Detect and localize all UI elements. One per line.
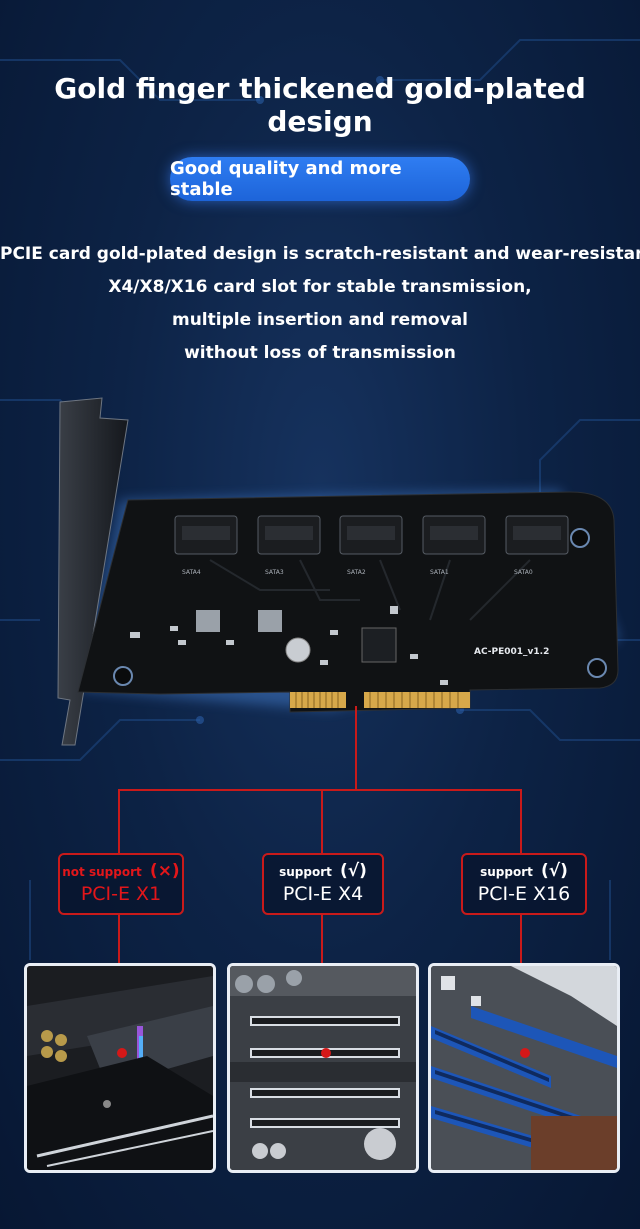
connector-line [118,789,522,791]
motherboard-photo-x1 [24,963,216,1173]
connector-line [118,789,120,854]
connector-line [321,789,323,854]
svg-text:SATA4: SATA4 [182,569,201,576]
connector-line [520,789,522,854]
svg-text:SATA1: SATA1 [430,569,449,576]
page-title: Gold finger thickened gold-plated design [54,72,586,138]
motherboard-photo-x4 [227,963,419,1173]
slot-label: PCI-E X16 [477,883,571,905]
card-model-label: AC-PE001_v1.2 [474,647,549,657]
slot-label: PCI-E X4 [282,883,364,905]
badge-pcie-x16: support (√) PCI-E X16 [461,853,587,915]
svg-text:SATA3: SATA3 [265,569,284,576]
description-line: multiple insertion and removal [171,310,468,330]
slot-label: PCI-E X1 [80,883,162,905]
badge-pcie-x4: support (√) PCI-E X4 [262,853,384,915]
slot-marker [117,1048,127,1058]
support-label: support [279,865,332,879]
quality-pill: Good quality and more stable [170,157,470,201]
slot-marker [321,1048,331,1058]
support-label: not support [62,865,142,879]
description-line: PCIE card gold-plated design is scratch-… [0,244,640,264]
connector-line [355,706,357,790]
support-label: support [480,865,533,879]
check-icon: (√) [541,861,568,881]
description-line: without loss of transmission [184,343,456,363]
description-line: X4/X8/X16 card slot for stable transmiss… [108,277,532,297]
pcie-card-image: SATA4 SATA3 SATA2 SATA1 SATA0 AC-PE001_v… [57,397,620,746]
description: PCIE card gold-plated design is scratch-… [0,238,640,370]
badge-pcie-x1: not support (×) PCI-E X1 [58,853,184,915]
quality-pill-label: Good quality and more stable [170,158,402,200]
motherboard-photo-x16 [428,963,620,1173]
slot-marker [520,1048,530,1058]
check-icon: (√) [340,861,367,881]
svg-text:SATA2: SATA2 [347,569,366,576]
cross-icon: (×) [149,861,180,881]
metal-bracket [57,397,129,746]
svg-text:SATA0: SATA0 [514,569,533,576]
